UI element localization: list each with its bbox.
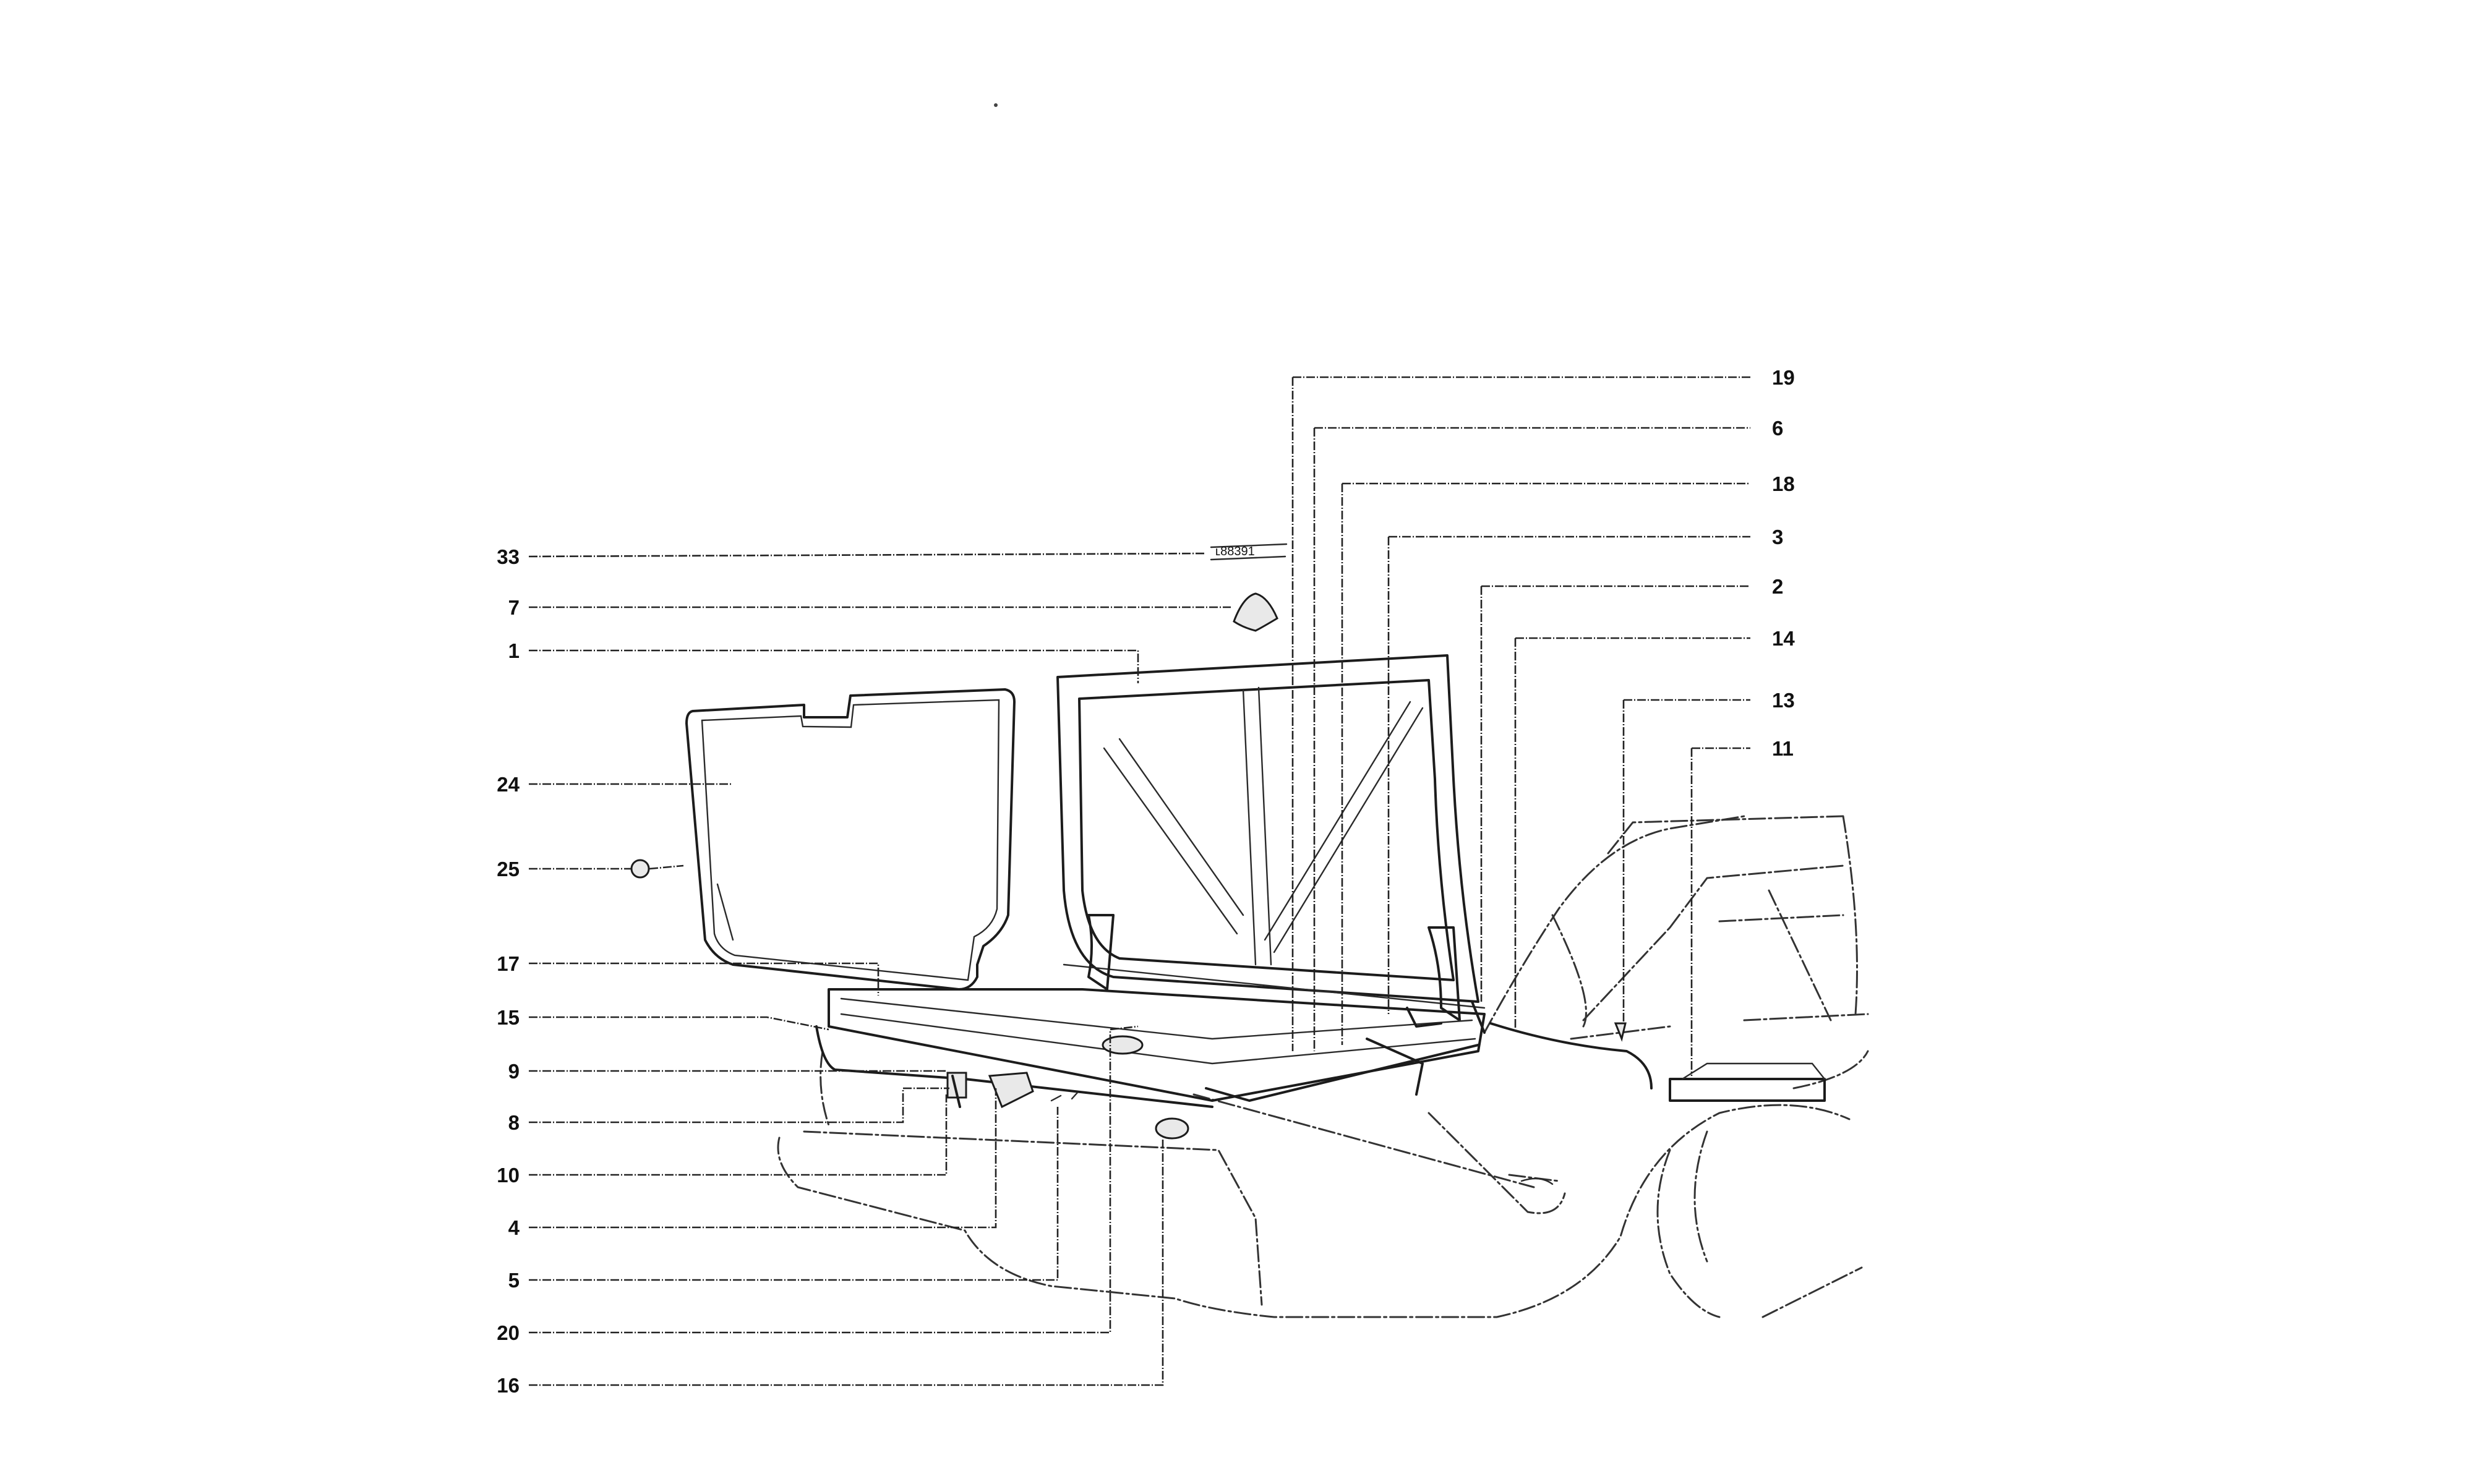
callout-25: 25 [497,858,520,881]
callout-3: 3 [1772,526,1783,548]
callout-1: 1 [508,639,520,662]
callout-4: 4 [508,1216,520,1239]
small-parts: ʟ88391 [630,543,1826,1140]
callout-8: 8 [508,1111,520,1134]
callout-9: 9 [508,1060,520,1083]
callout-11: 11 [1772,737,1794,760]
callout-15: 15 [497,1006,520,1029]
callout-labels: 33 7 1 24 25 17 15 9 8 10 4 5 20 16 19 6… [497,366,1795,1397]
callout-17: 17 [497,952,520,975]
callout-13: 13 [1772,689,1795,712]
callout-7: 7 [508,596,520,619]
callout-33: 33 [497,545,520,568]
trunk-edge [815,988,1486,1108]
callout-16: 16 [497,1374,520,1397]
callout-14: 14 [1772,627,1795,650]
trunk-liner [685,688,1016,991]
callout-6: 6 [1772,417,1783,440]
svg-text:ʟ88391: ʟ88391 [1215,545,1255,558]
callout-leaders [528,376,1750,1386]
callout-24: 24 [497,773,520,796]
callout-5: 5 [508,1269,520,1292]
callout-10: 10 [497,1164,520,1187]
callout-18: 18 [1772,472,1795,495]
callout-19: 19 [1772,366,1795,389]
scan-speck [994,103,998,107]
callout-20: 20 [497,1321,520,1344]
car-body-outline [777,815,1869,1318]
callout-2: 2 [1772,575,1783,598]
trunk-lid [1056,654,1486,1021]
